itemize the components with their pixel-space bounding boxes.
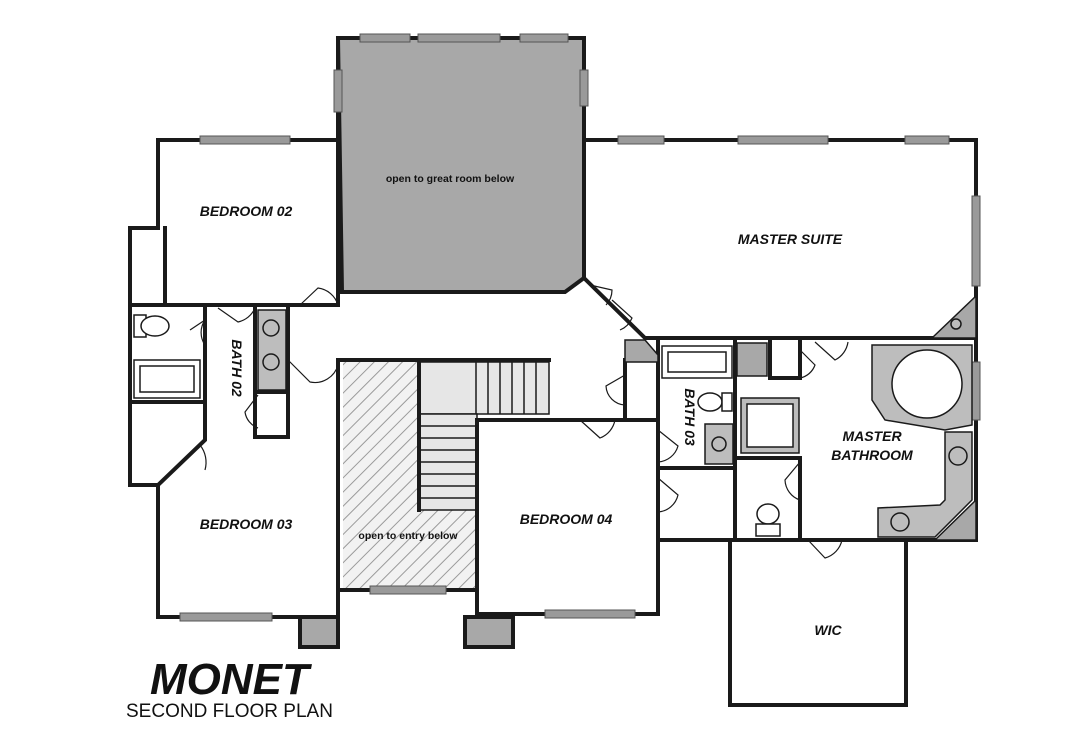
entry-void xyxy=(343,362,419,590)
label-bedroom-03: BEDROOM 03 xyxy=(200,516,293,532)
windows xyxy=(179,33,981,622)
doors xyxy=(174,284,849,559)
walls xyxy=(128,36,978,707)
staircase xyxy=(418,361,550,511)
label-master-bathroom-line2: BATHROOM xyxy=(831,447,913,463)
great-room-void xyxy=(335,36,586,294)
plan-subtitle: SECOND FLOOR PLAN xyxy=(126,701,333,722)
label-wic: WIC xyxy=(814,622,842,638)
fixtures xyxy=(133,309,973,538)
label-open-great-room: open to great room below xyxy=(386,173,515,185)
label-bath-02: BATH 02 xyxy=(229,339,245,397)
label-master-suite: MASTER SUITE xyxy=(738,231,843,247)
label-bedroom-02: BEDROOM 02 xyxy=(200,203,293,219)
label-master-bathroom-line1: MASTER xyxy=(842,428,902,444)
structural-posts xyxy=(298,294,977,649)
entry-void-lower xyxy=(419,510,477,590)
label-bedroom-04: BEDROOM 04 xyxy=(520,511,613,527)
label-open-entry: open to entry below xyxy=(358,530,458,542)
label-bath-03: BATH 03 xyxy=(682,388,698,446)
plan-title: MONET xyxy=(150,655,309,704)
